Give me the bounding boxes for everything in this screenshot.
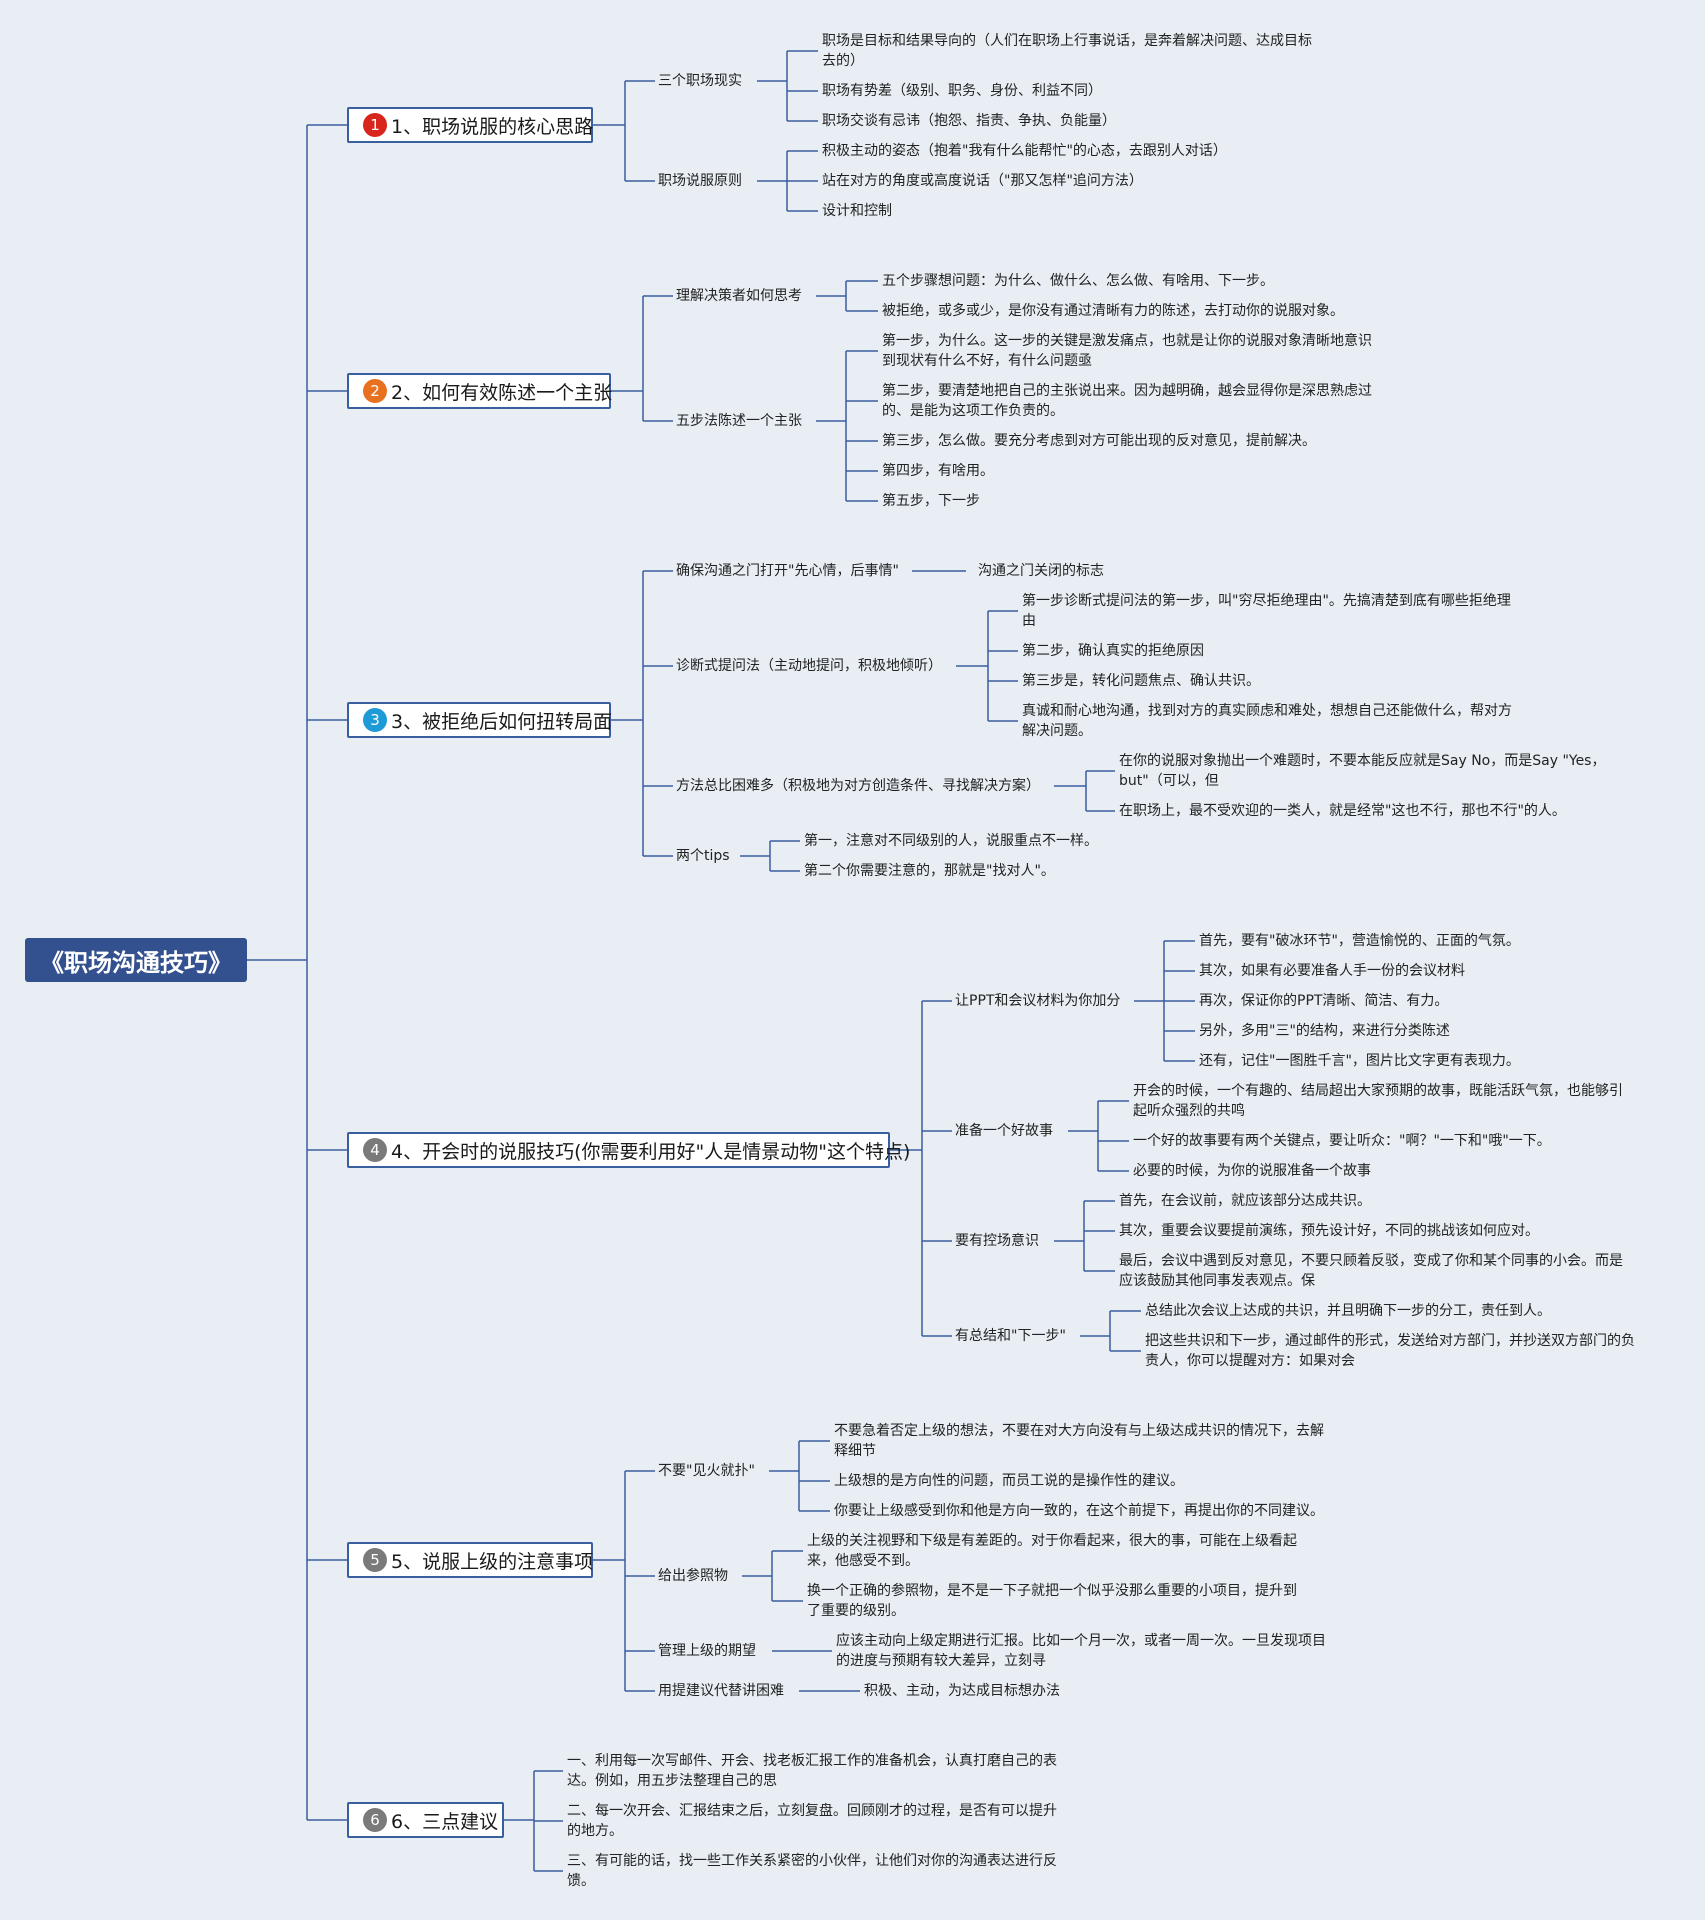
leaf-2-1-2[interactable]: 被拒绝，或多或少，是你没有通过清晰有力的陈述，去打动你的说服对象。 bbox=[882, 303, 1344, 319]
leaf-3-4-1[interactable]: 第一，注意对不同级别的人，说服重点不一样。 bbox=[804, 833, 1098, 849]
sub-2-2[interactable]: 五步法陈述一个主张 bbox=[676, 413, 802, 429]
number-1-icon: 1 bbox=[363, 113, 387, 137]
number-6-icon: 6 bbox=[363, 1808, 387, 1832]
leaf-5-4-1[interactable]: 积极、主动，为达成目标想办法 bbox=[864, 1683, 1060, 1699]
leaf-1-1-2[interactable]: 职场有势差（级别、职务、身份、利益不同） bbox=[822, 83, 1102, 99]
leaf-1-1-1[interactable]: 职场是目标和结果导向的（人们在职场上行事说话，是奔着解决问题、达成目标去的） bbox=[822, 33, 1312, 69]
branch-6-node[interactable]: 6 6、三点建议 bbox=[347, 1802, 504, 1838]
leaf-6-3[interactable]: 三、有可能的话，找一些工作关系紧密的小伙伴，让他们对你的沟通表达进行反馈。 bbox=[567, 1853, 1057, 1889]
leaf-4-1-4[interactable]: 另外，多用"三"的结构，来进行分类陈述 bbox=[1199, 1023, 1450, 1039]
number-3-icon: 3 bbox=[363, 708, 387, 732]
leaf-2-2-3[interactable]: 第三步，怎么做。要充分考虑到对方可能出现的反对意见，提前解决。 bbox=[882, 433, 1316, 449]
branch-6-label: 6、三点建议 bbox=[391, 1810, 499, 1833]
sub-4-4[interactable]: 有总结和"下一步" bbox=[955, 1328, 1066, 1344]
branch-2-label: 2、如何有效陈述一个主张 bbox=[391, 381, 613, 404]
sub-3-1[interactable]: 确保沟通之门打开"先心情，后事情" bbox=[676, 563, 899, 579]
leaf-6-1[interactable]: 一、利用每一次写邮件、开会、找老板汇报工作的准备机会，认真打磨自己的表达。例如，… bbox=[567, 1753, 1057, 1789]
leaf-2-2-5[interactable]: 第五步，下一步 bbox=[882, 493, 980, 509]
leaf-4-1-5[interactable]: 还有，记住"一图胜千言"，图片比文字更有表现力。 bbox=[1199, 1053, 1520, 1069]
leaf-3-1-1[interactable]: 沟通之门关闭的标志 bbox=[978, 563, 1104, 579]
sub-4-1[interactable]: 让PPT和会议材料为你加分 bbox=[955, 993, 1121, 1009]
root-node[interactable]: 《职场沟通技巧》 bbox=[25, 938, 247, 982]
leaf-4-4-2[interactable]: 把这些共识和下一步，通过邮件的形式，发送给对方部门，并抄送双方部门的负责人，你可… bbox=[1145, 1333, 1635, 1369]
leaf-4-1-1[interactable]: 首先，要有"破冰环节"，营造愉悦的、正面的气氛。 bbox=[1199, 933, 1520, 949]
leaf-4-2-3[interactable]: 必要的时候，为你的说服准备一个故事 bbox=[1133, 1163, 1371, 1179]
number-2-icon: 2 bbox=[363, 379, 387, 403]
leaf-2-2-1[interactable]: 第一步，为什么。这一步的关键是激发痛点，也就是让你的说服对象清晰地意识到现状有什… bbox=[882, 333, 1372, 369]
leaf-2-2-2[interactable]: 第二步，要清楚地把自己的主张说出来。因为越明确，越会显得你是深思熟虑过的、是能为… bbox=[882, 383, 1372, 419]
leaf-3-3-1[interactable]: 在你的说服对象抛出一个难题时，不要本能反应就是Say No，而是Say "Yes… bbox=[1119, 753, 1606, 789]
root-title: 《职场沟通技巧》 bbox=[40, 948, 232, 977]
branch-3-label: 3、被拒绝后如何扭转局面 bbox=[391, 710, 613, 733]
leaf-1-2-1[interactable]: 积极主动的姿态（抱着"我有什么能帮忙"的心态，去跟别人对话） bbox=[822, 143, 1227, 159]
leaf-5-1-3[interactable]: 你要让上级感受到你和他是方向一致的，在这个前提下，再提出你的不同建议。 bbox=[834, 1503, 1324, 1519]
leaf-3-2-4[interactable]: 真诚和耐心地沟通，找到对方的真实顾虑和难处，想想自己还能做什么，帮对方解决问题。 bbox=[1022, 703, 1512, 739]
sub-5-1[interactable]: 不要"见火就扑" bbox=[658, 1463, 755, 1479]
leaf-1-2-2[interactable]: 站在对方的角度或高度说话（"那又怎样"追问方法） bbox=[822, 173, 1143, 189]
leaf-5-2-2[interactable]: 换一个正确的参照物，是不是一下子就把一个似乎没那么重要的小项目，提升到了重要的级… bbox=[807, 1583, 1297, 1619]
sub-1-1[interactable]: 三个职场现实 bbox=[658, 73, 742, 89]
sub-3-2[interactable]: 诊断式提问法（主动地提问，积极地倾听） bbox=[676, 658, 942, 674]
branch-1-node[interactable]: 1 1、职场说服的核心思路 bbox=[347, 107, 593, 143]
leaf-4-2-2[interactable]: 一个好的故事要有两个关键点，要让听众："啊？"一下和"哦"一下。 bbox=[1133, 1133, 1551, 1149]
leaf-2-1-1[interactable]: 五个步骤想问题：为什么、做什么、怎么做、有啥用、下一步。 bbox=[882, 273, 1274, 289]
leaf-4-4-1[interactable]: 总结此次会议上达成的共识，并且明确下一步的分工，责任到人。 bbox=[1145, 1303, 1551, 1319]
branch-4-label: 4、开会时的说服技巧(你需要利用好"人是情景动物"这个特点) bbox=[391, 1140, 911, 1163]
sub-3-3[interactable]: 方法总比困难多（积极地为对方创造条件、寻找解决方案） bbox=[676, 778, 1040, 794]
leaf-5-1-1[interactable]: 不要急着否定上级的想法，不要在对大方向没有与上级达成共识的情况下，去解释细节 bbox=[834, 1423, 1324, 1459]
leaf-5-2-1[interactable]: 上级的关注视野和下级是有差距的。对于你看起来，很大的事，可能在上级看起来，他感受… bbox=[807, 1533, 1297, 1569]
leaf-5-1-2[interactable]: 上级想的是方向性的问题，而员工说的是操作性的建议。 bbox=[834, 1473, 1184, 1489]
leaf-4-3-1[interactable]: 首先，在会议前，就应该部分达成共识。 bbox=[1119, 1193, 1371, 1209]
leaf-5-3-1[interactable]: 应该主动向上级定期进行汇报。比如一个月一次，或者一周一次。一旦发现项目的进度与预… bbox=[836, 1633, 1326, 1669]
leaf-1-2-3[interactable]: 设计和控制 bbox=[822, 203, 892, 219]
leaf-4-2-1[interactable]: 开会的时候，一个有趣的、结局超出大家预期的故事，既能活跃气氛，也能够引起听众强烈… bbox=[1133, 1083, 1623, 1119]
branch-1-label: 1、职场说服的核心思路 bbox=[391, 115, 594, 138]
leaf-4-1-2[interactable]: 其次，如果有必要准备人手一份的会议材料 bbox=[1199, 963, 1465, 979]
leaf-1-1-3[interactable]: 职场交谈有忌讳（抱怨、指责、争执、负能量） bbox=[822, 113, 1116, 129]
leaf-3-2-2[interactable]: 第二步，确认真实的拒绝原因 bbox=[1022, 643, 1204, 659]
number-4-icon: 4 bbox=[363, 1138, 387, 1162]
leaf-4-1-3[interactable]: 再次，保证你的PPT清晰、简洁、有力。 bbox=[1199, 993, 1449, 1009]
sub-2-1[interactable]: 理解决策者如何思考 bbox=[676, 288, 802, 304]
leaf-3-3-2[interactable]: 在职场上，最不受欢迎的一类人，就是经常"这也不行，那也不行"的人。 bbox=[1119, 803, 1566, 819]
branch-2-node[interactable]: 2 2、如何有效陈述一个主张 bbox=[347, 373, 613, 409]
sub-1-2[interactable]: 职场说服原则 bbox=[658, 173, 742, 189]
leaf-4-3-3[interactable]: 最后，会议中遇到反对意见，不要只顾着反驳，变成了你和某个同事的小会。而是应该鼓励… bbox=[1119, 1253, 1623, 1289]
leaf-2-2-4[interactable]: 第四步，有啥用。 bbox=[882, 463, 994, 479]
number-5-icon: 5 bbox=[363, 1548, 387, 1572]
branch-3-node[interactable]: 3 3、被拒绝后如何扭转局面 bbox=[347, 702, 613, 738]
leaf-6-2[interactable]: 二、每一次开会、汇报结束之后，立刻复盘。回顾刚才的过程，是否有可以提升的地方。 bbox=[567, 1803, 1057, 1839]
sub-4-3[interactable]: 要有控场意识 bbox=[955, 1233, 1039, 1249]
sub-5-2[interactable]: 给出参照物 bbox=[658, 1568, 728, 1584]
sub-5-3[interactable]: 管理上级的期望 bbox=[658, 1643, 756, 1659]
sub-5-4[interactable]: 用提建议代替讲困难 bbox=[658, 1683, 784, 1699]
sub-3-4[interactable]: 两个tips bbox=[676, 848, 730, 864]
sub-4-2[interactable]: 准备一个好故事 bbox=[955, 1123, 1053, 1139]
leaf-3-2-3[interactable]: 第三步是，转化问题焦点、确认共识。 bbox=[1022, 673, 1260, 689]
leaf-4-3-2[interactable]: 其次，重要会议要提前演练，预先设计好，不同的挑战该如何应对。 bbox=[1119, 1223, 1539, 1239]
leaf-3-2-1[interactable]: 第一步诊断式提问法的第一步，叫"穷尽拒绝理由"。先搞清楚到底有哪些拒绝理由 bbox=[1022, 593, 1511, 629]
branch-5-node[interactable]: 5 5、说服上级的注意事项 bbox=[347, 1542, 593, 1578]
branch-4-node[interactable]: 4 4、开会时的说服技巧(你需要利用好"人是情景动物"这个特点) bbox=[347, 1132, 910, 1168]
leaf-3-4-2[interactable]: 第二个你需要注意的，那就是"找对人"。 bbox=[804, 863, 1055, 879]
branch-5-label: 5、说服上级的注意事项 bbox=[391, 1550, 594, 1573]
